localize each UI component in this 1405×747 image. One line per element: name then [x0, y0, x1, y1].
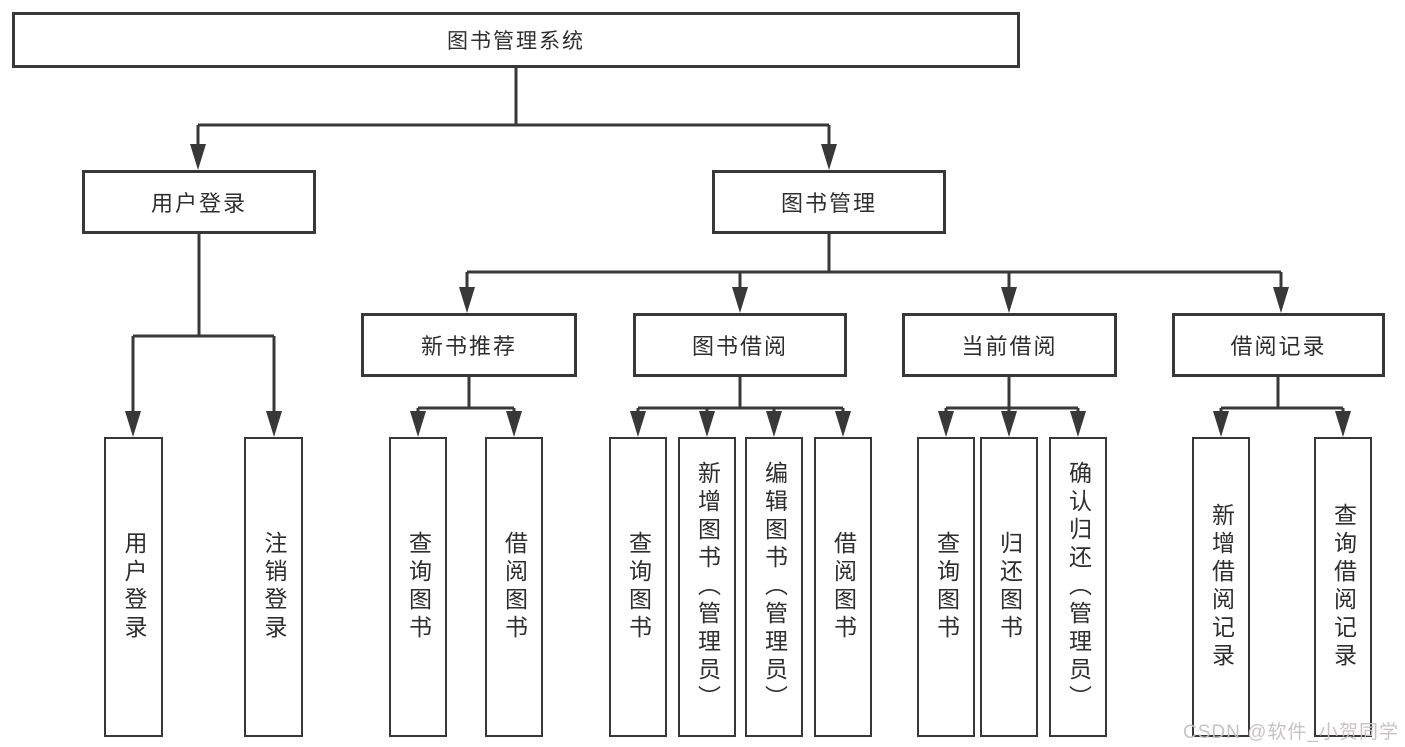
node-root-system: 图书管理系统	[12, 12, 1020, 68]
node-book-borrow-label: 图书借阅	[691, 334, 788, 359]
node-user-login-label: 用户登录	[150, 191, 247, 216]
leaf-query-borrow-record-label: 查询借阅记录	[1330, 503, 1357, 671]
leaf-return-book-label: 归还图书	[996, 531, 1023, 643]
leaf-recommend-borrow-book-label: 借阅图书	[501, 531, 528, 643]
leaf-edit-book-admin-label: 编辑图书（管理员）	[761, 461, 788, 713]
leaf-borrow-query-book-label: 查询图书	[625, 531, 652, 643]
node-new-book-recommend-label: 新书推荐	[420, 334, 517, 359]
node-new-book-recommend: 新书推荐	[361, 313, 577, 377]
leaf-user-login-label: 用户登录	[121, 531, 147, 643]
leaf-add-book-admin-label: 新增图书（管理员）	[694, 461, 721, 713]
node-book-borrow: 图书借阅	[633, 313, 847, 377]
leaf-borrow-query-book: 查询图书	[609, 437, 667, 737]
leaf-user-login: 用户登录	[104, 437, 163, 737]
leaf-current-query-book-label: 查询图书	[933, 531, 960, 643]
leaf-logout: 注销登录	[244, 437, 303, 737]
leaf-logout-label: 注销登录	[261, 531, 287, 643]
node-borrow-record: 借阅记录	[1172, 313, 1385, 377]
leaf-return-book: 归还图书	[980, 437, 1038, 737]
node-user-login: 用户登录	[82, 170, 316, 234]
leaf-add-borrow-record-label: 新增借阅记录	[1208, 503, 1235, 671]
leaf-borrow-book: 借阅图书	[814, 437, 872, 737]
csdn-watermark: CSDN @软件_小贺同学	[1183, 722, 1399, 743]
leaf-add-borrow-record: 新增借阅记录	[1192, 437, 1250, 737]
node-book-management-label: 图书管理	[780, 191, 877, 216]
node-current-borrow: 当前借阅	[902, 313, 1117, 377]
leaf-confirm-return-admin-label: 确认归还（管理员）	[1065, 461, 1092, 713]
leaf-current-query-book: 查询图书	[917, 437, 975, 737]
leaf-add-book-admin: 新增图书（管理员）	[678, 437, 736, 737]
node-book-management: 图书管理	[712, 170, 946, 234]
node-current-borrow-label: 当前借阅	[961, 334, 1058, 359]
leaf-confirm-return-admin: 确认归还（管理员）	[1049, 437, 1107, 737]
leaf-borrow-book-label: 借阅图书	[830, 531, 857, 643]
node-borrow-record-label: 借阅记录	[1230, 334, 1327, 359]
leaf-recommend-query-book: 查询图书	[389, 437, 447, 737]
leaf-recommend-query-book-label: 查询图书	[405, 531, 432, 643]
node-root-label: 图书管理系统	[447, 30, 585, 53]
leaf-recommend-borrow-book: 借阅图书	[485, 437, 543, 737]
leaf-query-borrow-record: 查询借阅记录	[1314, 437, 1372, 737]
leaf-edit-book-admin: 编辑图书（管理员）	[745, 437, 803, 737]
arrowheads	[125, 144, 1351, 437]
